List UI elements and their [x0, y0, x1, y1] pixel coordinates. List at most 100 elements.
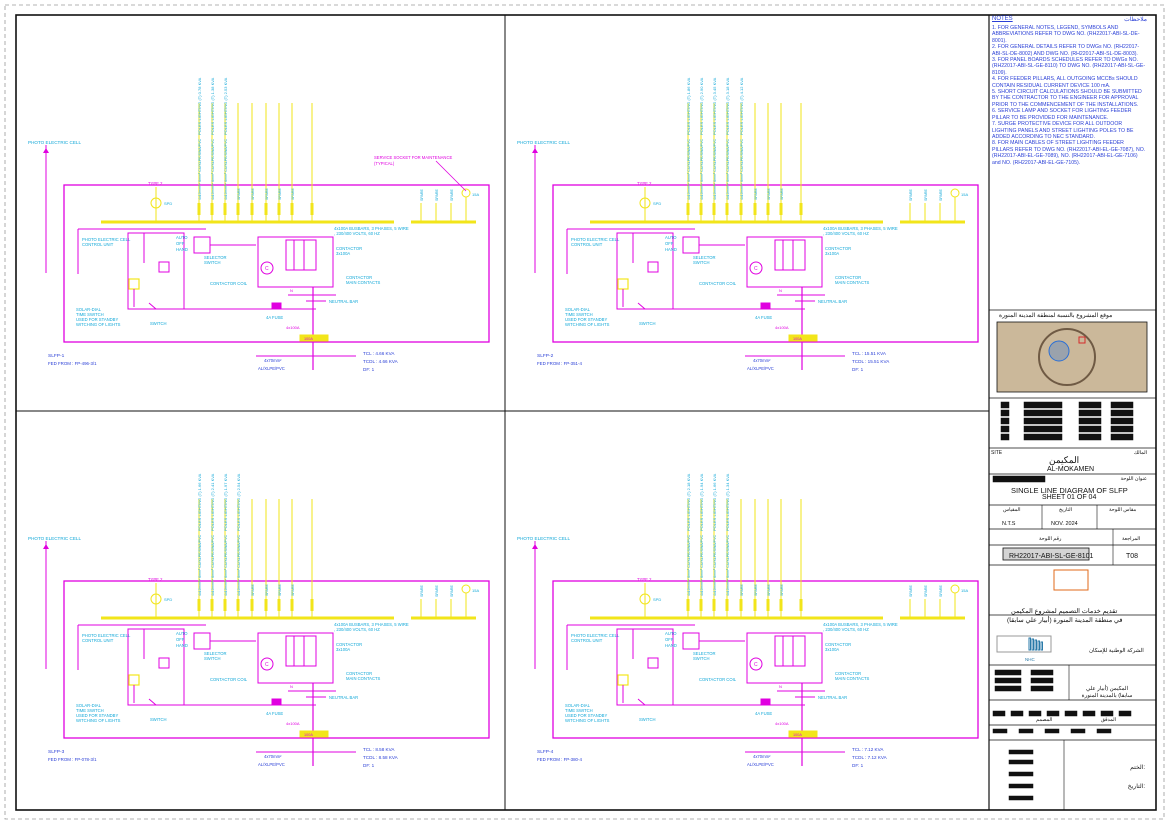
redacted-cell: [1023, 409, 1063, 417]
main-contacts-icon: [285, 239, 317, 271]
panel-feed: FED FROM : FP-496-3/1: [48, 361, 97, 366]
cable-type-label: AL/XLPE/PVC: [258, 762, 285, 767]
redacted-cell: [1023, 433, 1063, 441]
feeder-circuit-label: POLES LIGHTING (T) 3.45 KVA: [712, 77, 717, 135]
socket-rating: 15A: [961, 192, 968, 197]
redacted-cell: [1064, 710, 1078, 717]
selector-position: OFF: [176, 637, 185, 642]
note-item: 8. FOR MAIN CABLES OF STREET LIGHTING FE…: [992, 140, 1146, 166]
selector-label: SWITCH: [204, 260, 221, 265]
photo-control-label: PHOTO ELECTRIC CELL: [571, 237, 620, 242]
key-plan-title: موقع المشروع بالنسبة لمنطقة المدينة المن…: [999, 313, 1113, 319]
spd-label: SPD: [164, 201, 172, 206]
neutral-bar-label: NEUTRAL BAR: [818, 299, 847, 304]
key-plan-frame: [996, 321, 1148, 393]
main-contacts-icon: [774, 239, 806, 271]
scale-value: N.T.S: [1002, 521, 1016, 527]
busbar-label: , 230/400 VOLTS, 60 HZ: [823, 627, 869, 632]
fuse-icon: [760, 698, 771, 705]
#2a7aa8: [1037, 640, 1040, 651]
spare-label: SPARE: [909, 188, 913, 201]
contactor-coil-icon: [749, 261, 763, 275]
fuse-label: 4A FUSE: [266, 315, 283, 320]
feeder-circuit-label: POLES LIGHTING (T) 1.66 KVA: [197, 473, 202, 531]
neutral-n: N: [779, 288, 782, 293]
note-item: 6. SERVICE LAMP AND SOCKET FOR LIGHTING …: [992, 108, 1132, 121]
nhc-name-ar: الشركة الوطنية للإسكان: [1089, 648, 1144, 654]
redacted-cell: [1030, 685, 1054, 692]
socket-rating: 15A: [472, 588, 479, 593]
contactor-label: 3x100A: [825, 251, 839, 256]
fuse-icon: [760, 302, 771, 309]
spare-label: SPARE: [767, 187, 771, 200]
spare-label: SPARE: [939, 188, 943, 201]
photo-control-label: PHOTO ELECTRIC CELL: [571, 633, 620, 638]
panel-df: DF: 1: [363, 367, 375, 372]
selector-position: HAND: [176, 247, 188, 252]
contactor-coil-icon: [260, 261, 274, 275]
redacted-cell: [1096, 728, 1112, 734]
photo-control-label: CONTROL UNIT: [571, 638, 603, 643]
panel-df: DF: 1: [852, 763, 864, 768]
type2-label: TYPE 2: [637, 577, 652, 582]
spd-label: SPD: [653, 597, 661, 602]
main-cable-label: 4x70mm²: [753, 358, 771, 363]
feeder-circuit-label: POLES LIGHTING (T) 2.41 KVA: [210, 473, 215, 531]
scale-ar: المقياس: [1003, 507, 1021, 513]
incomer-rating: 4x100A: [286, 721, 300, 726]
main-contacts-icon: [774, 635, 806, 667]
earth-bar-icon: [299, 730, 329, 738]
drawing-number: RH22017-ABI-SL-GE-8101: [1009, 553, 1094, 560]
redacted-cell: [1008, 795, 1034, 801]
photocell-label: PHOTO ELECTRIC CELL: [517, 140, 570, 145]
neutral-bar-label: NEUTRAL BAR: [329, 695, 358, 700]
feeder-cable-label: 4x10mm²+ 6mm² CU/XLPE/SWA/PVC: [198, 139, 202, 200]
redacted-cell: [1044, 728, 1060, 734]
socket-rating: 15A: [472, 192, 479, 197]
redacted-cell: [1110, 417, 1134, 425]
busbar-label: 4x100A BUSBARS, 3 PHASES, 5 WIRE: [334, 622, 409, 627]
notes-list: 1. FOR GENERAL NOTES, LEGEND, SYMBOLS AN…: [992, 25, 1146, 166]
feeder-cable-label: 4x10mm²+ 6mm² CU/XLPE/SWA/PVC: [237, 535, 241, 596]
switch-icon: [148, 698, 157, 706]
feeder-cable-label: 4x10mm²+ 6mm² CU/XLPE/SWA/PVC: [713, 139, 717, 200]
redacted-cell: [1078, 425, 1102, 433]
switch-label: SWITCH: [639, 321, 656, 326]
panel-enclosure: [63, 580, 490, 739]
feeder-circuit-label: POLES LIGHTING (T) 1.34 KVA: [725, 473, 730, 531]
contactor-label: 3x100A: [825, 647, 839, 652]
service-socket-label: SERVICE SOCKET FOR MAINTENANCE: [374, 155, 452, 160]
spare-label: SPARE: [291, 187, 295, 200]
main-contacts-label: MAIN CONTACTS: [835, 676, 870, 681]
photo-control-label: CONTROL UNIT: [571, 242, 603, 247]
redacted-cell: [1110, 401, 1134, 409]
date-ar: التاريخ: [1059, 507, 1072, 513]
panel-enclosure: [63, 184, 490, 343]
redacted-cell: [1078, 401, 1102, 409]
panel-name: SLFP-2: [537, 353, 554, 359]
cable-type-label: AL/XLPE/PVC: [258, 366, 285, 371]
redacted-cell: [1046, 710, 1060, 717]
neutral-bar-label: NEUTRAL BAR: [329, 299, 358, 304]
earth-rating: 100A: [793, 733, 802, 737]
feeder-cable-label: 4x10mm²+ 6mm² CU/XLPE/SWA/PVC: [713, 535, 717, 596]
incomer-rating: 4x100A: [775, 325, 789, 330]
feeder-cable-label: 4x10mm²+ 6mm² CU/XLPE/SWA/PVC: [211, 139, 215, 200]
service-socket-icon: [950, 188, 960, 198]
panel-feed: FED FROM : FP-351-4: [537, 361, 582, 366]
feeder-cable-label: 4x10mm²+ 6mm² CU/XLPE/SWA/PVC: [700, 535, 704, 596]
feeder-circuit-label: POLES LIGHTING (T) 3.18 KVA: [725, 77, 730, 135]
earth-rating: 100A: [793, 337, 802, 341]
contactor-box: [257, 632, 334, 684]
spare-label: SPARE: [924, 584, 928, 597]
spd-label: SPD: [164, 597, 172, 602]
service-socket-icon: [461, 188, 471, 198]
main-contacts-label: CONTACTOR: [346, 275, 372, 280]
control-unit-icon: [647, 261, 659, 273]
redacted-cell: [1000, 401, 1010, 409]
key-plan-map: [1038, 328, 1096, 386]
redacted-cell: [1110, 433, 1134, 441]
